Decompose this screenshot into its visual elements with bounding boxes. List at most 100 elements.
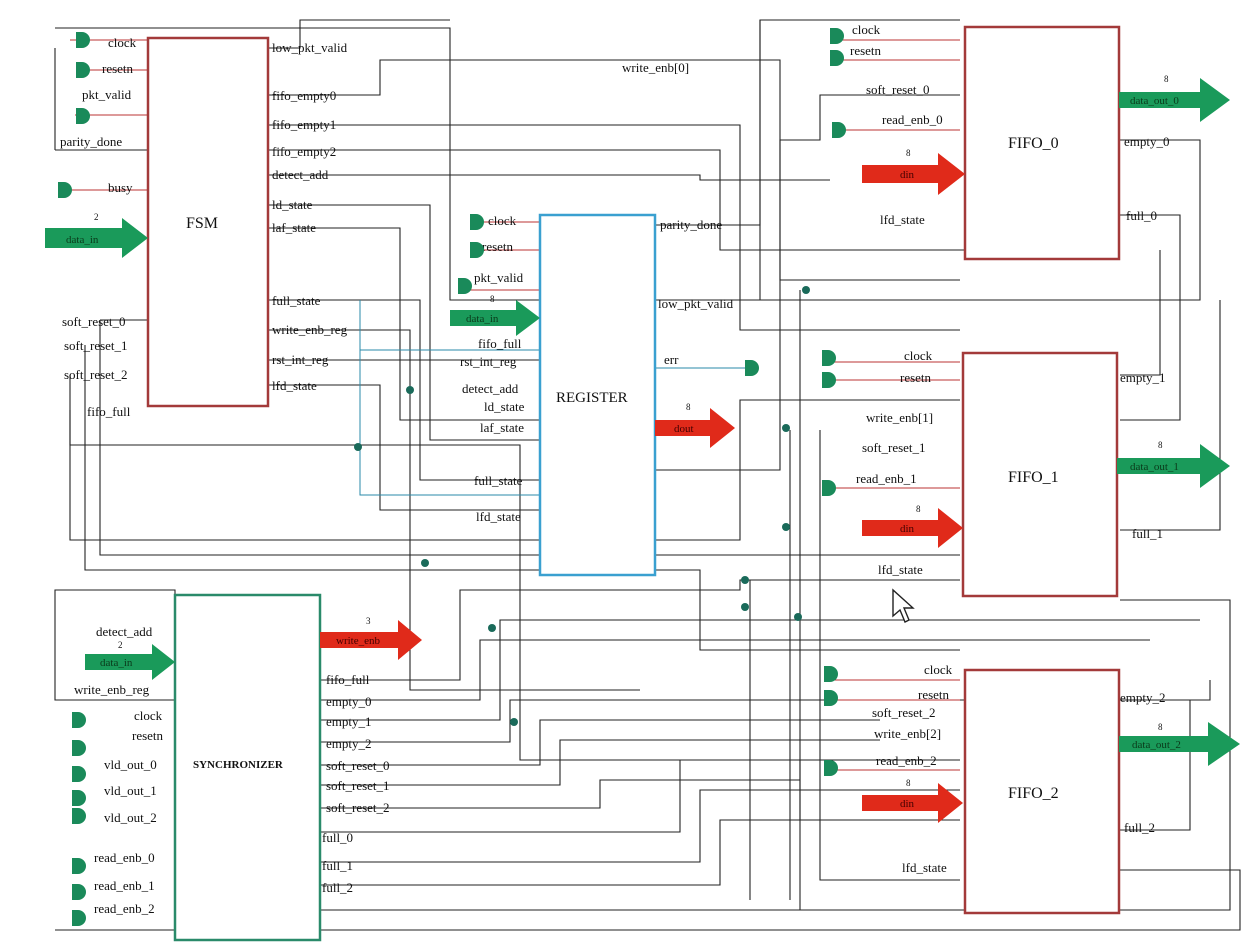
fifo2-block[interactable]: FIFO_2	[963, 668, 1121, 915]
fifo1-title: FIFO_1	[1008, 469, 1059, 486]
register-ports	[458, 214, 759, 376]
wire-nets	[54, 19, 1241, 931]
svg-text:clock: clock	[924, 662, 953, 677]
fifo2-ports	[824, 666, 838, 776]
synchronizer-title: SYNCHRONIZER	[193, 759, 284, 771]
svg-text:din: din	[900, 169, 915, 181]
svg-text:vld_out_1: vld_out_1	[104, 783, 157, 798]
svg-text:data_in: data_in	[100, 657, 133, 669]
svg-text:empty_1: empty_1	[1120, 370, 1166, 385]
svg-text:din: din	[900, 523, 915, 535]
fifo1-ports	[822, 350, 836, 496]
svg-text:soft_reset_2: soft_reset_2	[872, 705, 936, 720]
fsm-ports	[58, 32, 90, 198]
register-title: REGISTER	[556, 390, 628, 406]
svg-text:soft_reset_0: soft_reset_0	[866, 82, 930, 97]
fifo1-labels: clock resetn write_enb[1] soft_reset_1 r…	[856, 348, 1166, 577]
fsm-in-soft-reset-1: soft_reset_1	[64, 338, 128, 353]
svg-text:8: 8	[916, 504, 921, 514]
reg-out-parity-done: parity_done	[660, 217, 722, 232]
reg-in-ld-state: ld_state	[484, 399, 525, 414]
fifo1-din-bus: din 8	[862, 504, 963, 548]
svg-text:soft_reset_2: soft_reset_2	[326, 800, 390, 815]
svg-text:full_0: full_0	[322, 830, 353, 845]
svg-text:vld_out_0: vld_out_0	[104, 757, 157, 772]
svg-text:8: 8	[906, 778, 911, 788]
fsm-bus-width: 2	[94, 212, 99, 222]
svg-text:write_enb[1]: write_enb[1]	[866, 410, 933, 425]
sync-input-labels: detect_add write_enb_reg clock resetn vl…	[74, 624, 164, 916]
register-data-in-bus: data_in 8	[450, 294, 540, 336]
svg-text:2: 2	[118, 640, 123, 650]
svg-text:write_enb[0]: write_enb[0]	[622, 60, 689, 75]
reg-in-laf-state: laf_state	[480, 420, 524, 435]
svg-text:write_enb[2]: write_enb[2]	[874, 726, 941, 741]
svg-text:8: 8	[686, 402, 691, 412]
svg-text:clock: clock	[852, 22, 881, 37]
svg-text:data_out_2: data_out_2	[1132, 739, 1181, 751]
svg-text:read_enb_2: read_enb_2	[94, 901, 155, 916]
fifo1-block[interactable]: FIFO_1	[961, 351, 1119, 598]
reg-in-full-state: full_state	[474, 473, 523, 488]
fsm-out-fifo-empty1: fifo_empty1	[272, 117, 336, 132]
svg-text:detect_add: detect_add	[96, 624, 153, 639]
synchronizer-block[interactable]: SYNCHRONIZER	[173, 593, 322, 942]
reg-out-err: err	[664, 352, 679, 367]
svg-text:lfd_state: lfd_state	[902, 860, 947, 875]
reg-in-detect-add: detect_add	[462, 381, 519, 396]
fsm-out-laf-state: laf_state	[272, 220, 316, 235]
register-block[interactable]: REGISTER	[538, 213, 657, 577]
fsm-output-labels: low_pkt_valid fifo_empty0 fifo_empty1 fi…	[272, 40, 348, 393]
svg-text:read_enb_2: read_enb_2	[876, 753, 937, 768]
fsm-out-low-pkt-valid: low_pkt_valid	[272, 40, 348, 55]
register-output-labels: parity_done low_pkt_valid err	[658, 217, 734, 367]
svg-text:8: 8	[1158, 440, 1163, 450]
svg-text:soft_reset_1: soft_reset_1	[326, 778, 390, 793]
fsm-out-ld-state: ld_state	[272, 197, 313, 212]
reg-in-lfd-state: lfd_state	[476, 509, 521, 524]
svg-text:empty_0: empty_0	[326, 694, 372, 709]
svg-text:8: 8	[1164, 74, 1169, 84]
fsm-in-busy: busy	[108, 180, 133, 195]
fifo1-data-out-bus: data_out_1 8	[1117, 440, 1230, 488]
fifo0-block[interactable]: FIFO_0	[963, 25, 1121, 261]
svg-text:dout: dout	[674, 423, 694, 435]
reg-in-rst-int-reg: rst_int_reg	[460, 354, 517, 369]
fsm-data-in-bus: data_in 2	[45, 212, 148, 258]
svg-text:8: 8	[490, 294, 495, 304]
svg-text:resetn: resetn	[132, 728, 164, 743]
svg-text:din: din	[900, 798, 915, 810]
svg-text:read_enb_0: read_enb_0	[94, 850, 155, 865]
reg-in-pkt-valid: pkt_valid	[474, 270, 524, 285]
svg-text:full_1: full_1	[1132, 526, 1163, 541]
fsm-in-soft-reset-0: soft_reset_0	[62, 314, 126, 329]
svg-text:3: 3	[366, 616, 371, 626]
svg-text:vld_out_2: vld_out_2	[104, 810, 157, 825]
fsm-in-soft-reset-2: soft_reset_2	[64, 367, 128, 382]
svg-text:empty_1: empty_1	[326, 714, 372, 729]
reg-in-clock: clock	[488, 213, 517, 228]
svg-text:data_out_1: data_out_1	[1130, 461, 1179, 473]
svg-text:empty_2: empty_2	[1120, 690, 1166, 705]
reg-in-fifo-full: fifo_full	[478, 336, 522, 351]
svg-text:8: 8	[906, 148, 911, 158]
svg-text:resetn: resetn	[850, 43, 882, 58]
fsm-out-fifo-empty2: fifo_empty2	[272, 144, 336, 159]
junction-dots	[354, 286, 810, 726]
svg-text:data_in: data_in	[466, 313, 499, 325]
fsm-bus-label: data_in	[66, 234, 99, 246]
fsm-out-detect-add: detect_add	[272, 167, 329, 182]
svg-text:full_2: full_2	[322, 880, 353, 895]
fsm-out-write-enb-reg: write_enb_reg	[272, 322, 348, 337]
svg-text:read_enb_1: read_enb_1	[856, 471, 917, 486]
svg-text:write_enb_reg: write_enb_reg	[74, 682, 150, 697]
fsm-block[interactable]: FSM	[146, 36, 270, 408]
register-dout-bus: dout 8	[655, 402, 735, 448]
svg-text:full_0: full_0	[1126, 208, 1157, 223]
svg-text:clock: clock	[134, 708, 163, 723]
fifo0-ports	[830, 28, 846, 138]
fsm-title: FSM	[186, 215, 218, 232]
svg-text:full_2: full_2	[1124, 820, 1155, 835]
fifo2-labels: clock resetn soft_reset_2 write_enb[2] r…	[872, 662, 1166, 875]
fsm-out-full-state: full_state	[272, 293, 321, 308]
